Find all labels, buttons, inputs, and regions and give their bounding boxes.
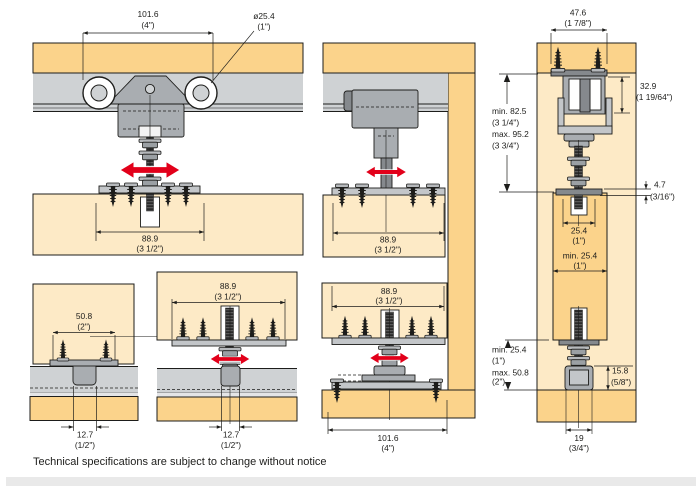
dim-label: ø25.4 <box>253 11 275 21</box>
guide-plate <box>49 359 119 367</box>
dimension-track-width: 47.6 (1 7/8") <box>550 8 608 64</box>
dim-label: (1") <box>573 261 586 271</box>
diagram-canvas: 101.6 (4") ø25.4 (1") 88.9 (3 1/2") <box>29 8 675 454</box>
dim-label: 88.9 <box>381 286 398 296</box>
dim-label: 12.7 <box>223 430 240 440</box>
dim-label: 88.9 <box>380 235 397 245</box>
dimension-plate-thickness: 4.7 (3/16") <box>600 180 675 204</box>
floor-board <box>29 396 139 421</box>
dim-label: (3 1/2") <box>214 292 241 302</box>
dim-label: 50.8 <box>76 311 93 321</box>
dim-label: (2") <box>77 322 90 332</box>
guide-housing <box>373 365 406 376</box>
door-panel <box>32 283 135 365</box>
roller-trolley-side <box>343 89 419 232</box>
dim-label: (1") <box>257 22 270 32</box>
window-bottom-bar <box>6 477 696 486</box>
dim-label: (3/16") <box>650 192 675 202</box>
frame-jamb <box>447 42 476 391</box>
dim-label: 101.6 <box>138 9 159 19</box>
dim-label: max. 50.8 <box>492 368 529 378</box>
dimension-plate-width: 88.9 (3 1/2") <box>332 203 445 255</box>
dim-label: (1 19/64") <box>636 92 673 102</box>
dim-label: (3 1/2") <box>374 245 401 255</box>
panel-bottom-guide-adjustable: 88.9 (3 1/2") 12.7 (1/2") <box>156 271 298 450</box>
dim-label: 88.9 <box>142 234 159 244</box>
dim-label: (1/2") <box>221 440 241 450</box>
dimension-door-thickness: min. 25.4 (1") <box>553 251 607 273</box>
dim-label: 25.4 <box>571 226 588 236</box>
dimension-groove-width: 12.7 (1/2") <box>209 386 252 450</box>
dim-label: 47.6 <box>570 8 587 18</box>
door-bottom-washer <box>558 339 600 346</box>
dimension-track-spacing: 101.6 (4") <box>82 9 214 80</box>
guide-block <box>220 365 241 387</box>
dim-label: min. 25.4 <box>563 251 598 261</box>
panel-top-roller-side: 88.9 (3 1/2") <box>322 42 476 391</box>
dim-label: (3 1/2") <box>375 296 402 306</box>
dim-label: (3 1/4") <box>492 118 519 128</box>
dim-label: 15.8 <box>612 366 629 376</box>
dim-label: (2") <box>492 377 505 387</box>
dim-label: (4") <box>381 443 394 453</box>
mounting-plate <box>98 185 201 194</box>
dimension-channel-width: 19 (3/4") <box>566 428 592 453</box>
dim-label: min. 25.4 <box>492 345 527 355</box>
track-profile-end <box>562 75 606 115</box>
dimension-base-width: 101.6 (4") <box>327 400 448 453</box>
panel-bottom-guide-fixed: 50.8 (2") 12.7 (1/2") <box>29 283 157 450</box>
dimension-top-clearance: min. 82.5 (3 1/4") max. 95.2 (3 3/4") <box>492 73 554 193</box>
door-panel <box>322 194 446 258</box>
dimension-track-height: 32.9 (1 19/64") <box>608 76 673 114</box>
mounting-plate <box>331 187 446 196</box>
door-top-washer <box>555 188 603 196</box>
dimension-plate-width: 88.9 (3 1/2") <box>171 281 286 339</box>
dimension-roller-diameter: ø25.4 (1") <box>210 11 275 84</box>
roller-trolley <box>82 75 218 226</box>
dimension-bottom-clearance: min. 25.4 (1") max. 50.8 (2") <box>492 339 549 391</box>
dim-label: (3/4") <box>569 443 589 453</box>
dim-label: (1 7/8") <box>564 18 591 28</box>
footer-disclaimer: Technical specifications are subject to … <box>33 456 327 468</box>
mounting-plate <box>171 339 287 347</box>
panel-bottom-roller: 88.9 (3 1/2") 101.6 (4") <box>321 282 476 453</box>
floor-board <box>321 389 476 419</box>
dim-label: (1/2") <box>75 440 95 450</box>
dimension-plate-width: 88.9 (3 1/2") <box>331 286 445 311</box>
ceiling-board <box>322 42 476 74</box>
dim-label: 88.9 <box>220 281 237 291</box>
dim-label: 19 <box>574 433 584 443</box>
guide-bracket <box>361 374 416 382</box>
dimension-groove-width: 12.7 (1/2") <box>61 386 109 450</box>
dimension-plate-width: 88.9 (3 1/2") <box>95 203 205 254</box>
floor-plate <box>331 381 442 390</box>
mounting-plate <box>331 337 446 345</box>
dim-label: 101.6 <box>378 433 399 443</box>
panel-cross-section: 47.6 (1 7/8") <box>492 8 675 454</box>
dim-label: 32.9 <box>640 81 657 91</box>
dim-label: (1") <box>492 356 505 366</box>
floor-board <box>156 396 298 422</box>
floor-board <box>536 389 637 423</box>
dim-label: (5/8") <box>611 377 631 387</box>
ceiling-board <box>536 42 637 74</box>
dimension-slot-width: 25.4 (1") <box>562 199 596 246</box>
dim-label: min. 82.5 <box>492 106 527 116</box>
dimension-guide-height: 15.8 (5/8") <box>594 366 633 390</box>
panel-top-roller-front: 101.6 (4") ø25.4 (1") 88.9 (3 1/2") <box>32 9 304 256</box>
floor-channel <box>29 366 139 421</box>
dimension-plate-width: 50.8 (2") <box>52 311 157 360</box>
dim-label: max. 95.2 <box>492 129 529 139</box>
dim-label: 4.7 <box>654 180 666 190</box>
dim-label: (1") <box>572 236 585 246</box>
dim-label: (4") <box>141 20 154 30</box>
dim-label: (3 3/4") <box>492 141 519 151</box>
ceiling-board <box>32 42 304 74</box>
dim-label: 12.7 <box>77 430 94 440</box>
hanger-strap <box>557 97 613 148</box>
dim-label: (3 1/2") <box>136 244 163 254</box>
